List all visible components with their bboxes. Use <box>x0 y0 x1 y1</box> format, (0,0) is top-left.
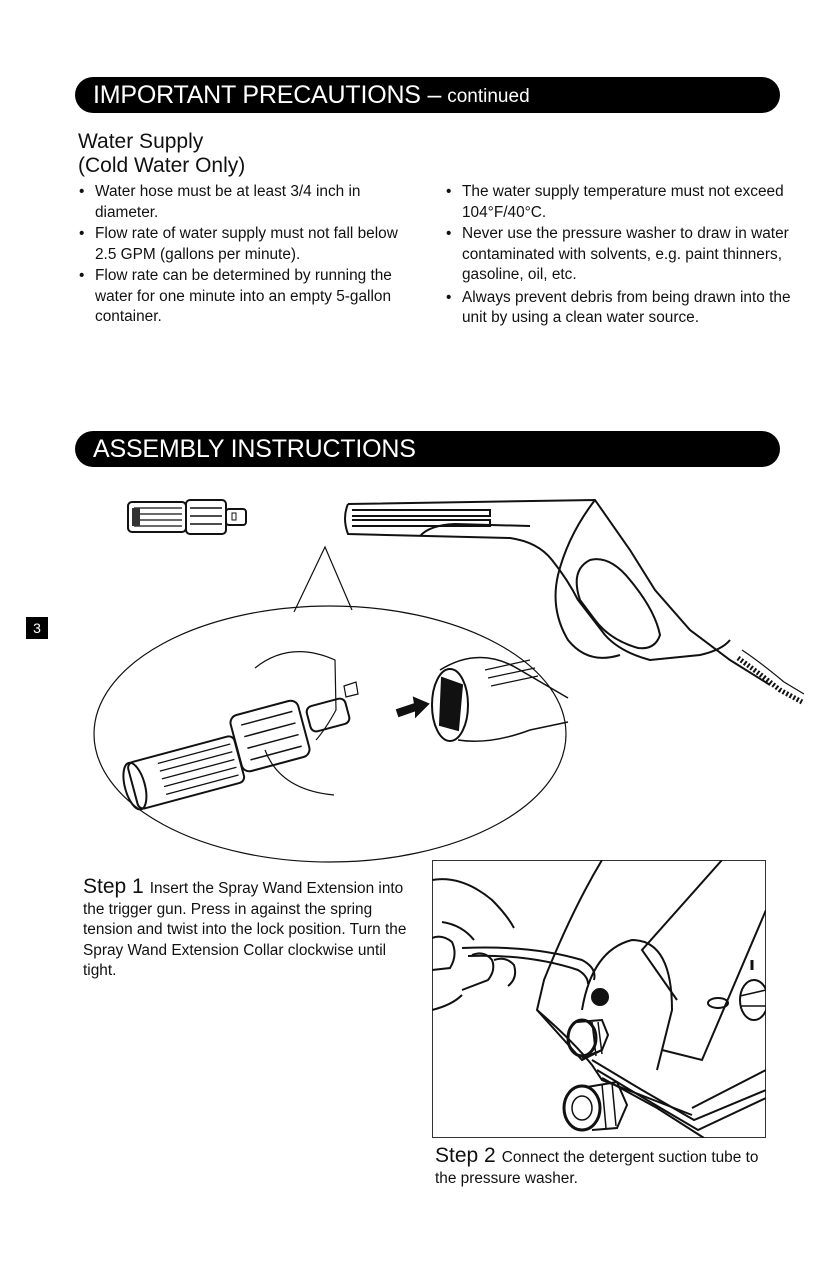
suction-tube-illustration <box>432 860 766 1138</box>
water-supply-left-list: Water hose must be at least 3/4 inch in … <box>78 182 408 329</box>
list-item: Water hose must be at least 3/4 inch in … <box>78 182 408 223</box>
step-1-text: Insert the Spray Wand Extension into the… <box>83 880 407 979</box>
page-number: 3 <box>26 617 48 639</box>
spray-wand-illustration <box>93 498 805 863</box>
assembly-title: ASSEMBLY INSTRUCTIONS <box>93 434 416 463</box>
precautions-banner: IMPORTANT PRECAUTIONS – continued <box>75 77 780 113</box>
water-supply-heading-line2: (Cold Water Only) <box>78 154 246 177</box>
list-item: Flow rate can be determined by running t… <box>78 266 408 328</box>
step-2-text: Connect the detergent suction tube to th… <box>435 1149 759 1187</box>
list-item: The water supply temperature must not ex… <box>445 182 800 223</box>
step-2-label: Step 2 <box>435 1144 496 1167</box>
step-1-label: Step 1 <box>83 875 144 898</box>
water-supply-heading-line1: Water Supply <box>78 130 204 153</box>
water-supply-heading: Water Supply (Cold Water Only) <box>78 130 245 178</box>
list-item: Flow rate of water supply must not fall … <box>78 224 408 265</box>
list-item: Always prevent debris from being drawn i… <box>445 288 800 329</box>
precautions-title-suffix: continued <box>447 86 530 107</box>
water-supply-right-list: The water supply temperature must not ex… <box>445 182 800 330</box>
precautions-title: IMPORTANT PRECAUTIONS – <box>93 80 442 109</box>
list-item: Never use the pressure washer to draw in… <box>445 224 800 286</box>
assembly-banner: ASSEMBLY INSTRUCTIONS <box>75 431 780 467</box>
